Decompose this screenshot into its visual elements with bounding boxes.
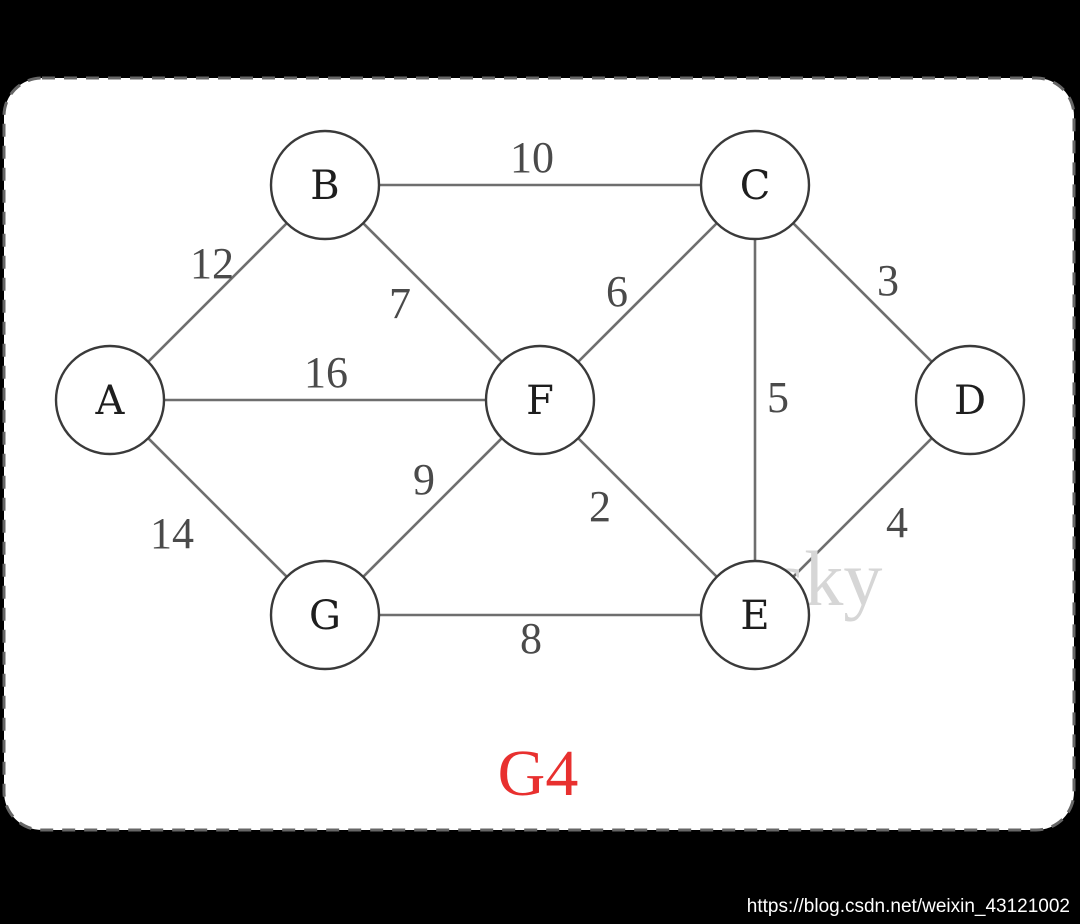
node-circle-d — [914, 344, 1026, 456]
node-c: C — [699, 129, 811, 241]
edge-weight-c-e: 5 — [767, 373, 789, 422]
node-label-d: D — [954, 378, 986, 424]
node-label-f: F — [526, 378, 554, 424]
node-label-e: E — [740, 593, 769, 639]
node-d: D — [914, 344, 1026, 456]
edge-weight-b-f: 7 — [389, 279, 411, 328]
edge-weight-a-f: 16 — [304, 348, 348, 397]
nodes-layer: A B C D E F G — [54, 129, 1026, 671]
source-url-watermark: https://blog.csdn.net/weixin_43121002 — [747, 896, 1070, 917]
edge-weight-d-e: 4 — [886, 498, 908, 547]
graph-title: G4 — [498, 737, 579, 810]
node-label-a: A — [95, 378, 126, 424]
node-a: A — [54, 344, 166, 456]
edge-weight-a-g: 14 — [150, 509, 194, 558]
edge-weights-layer: 12 16 14 10 7 6 3 5 4 9 2 8 — [150, 133, 908, 663]
node-label-c: C — [740, 163, 771, 209]
edge-weight-f-e: 2 — [589, 482, 611, 531]
node-circle-e — [699, 559, 811, 671]
edge-weight-f-g: 9 — [413, 455, 435, 504]
node-circle-b — [269, 129, 381, 241]
node-label-b: B — [310, 163, 339, 209]
edge-weight-b-c: 10 — [510, 133, 554, 182]
edge-weight-g-e: 8 — [520, 614, 542, 663]
node-circle-c — [699, 129, 811, 241]
node-circle-f — [484, 344, 596, 456]
node-g: G — [269, 559, 381, 671]
node-circle-g — [269, 559, 381, 671]
node-circle-a — [54, 344, 166, 456]
node-e: E — [699, 559, 811, 671]
node-label-g: G — [309, 593, 341, 639]
edge-weight-c-f: 6 — [606, 267, 628, 316]
edge-weight-c-d: 3 — [877, 256, 899, 305]
edge-weight-a-b: 12 — [190, 239, 234, 288]
node-f: F — [484, 344, 596, 456]
node-b: B — [269, 129, 381, 241]
